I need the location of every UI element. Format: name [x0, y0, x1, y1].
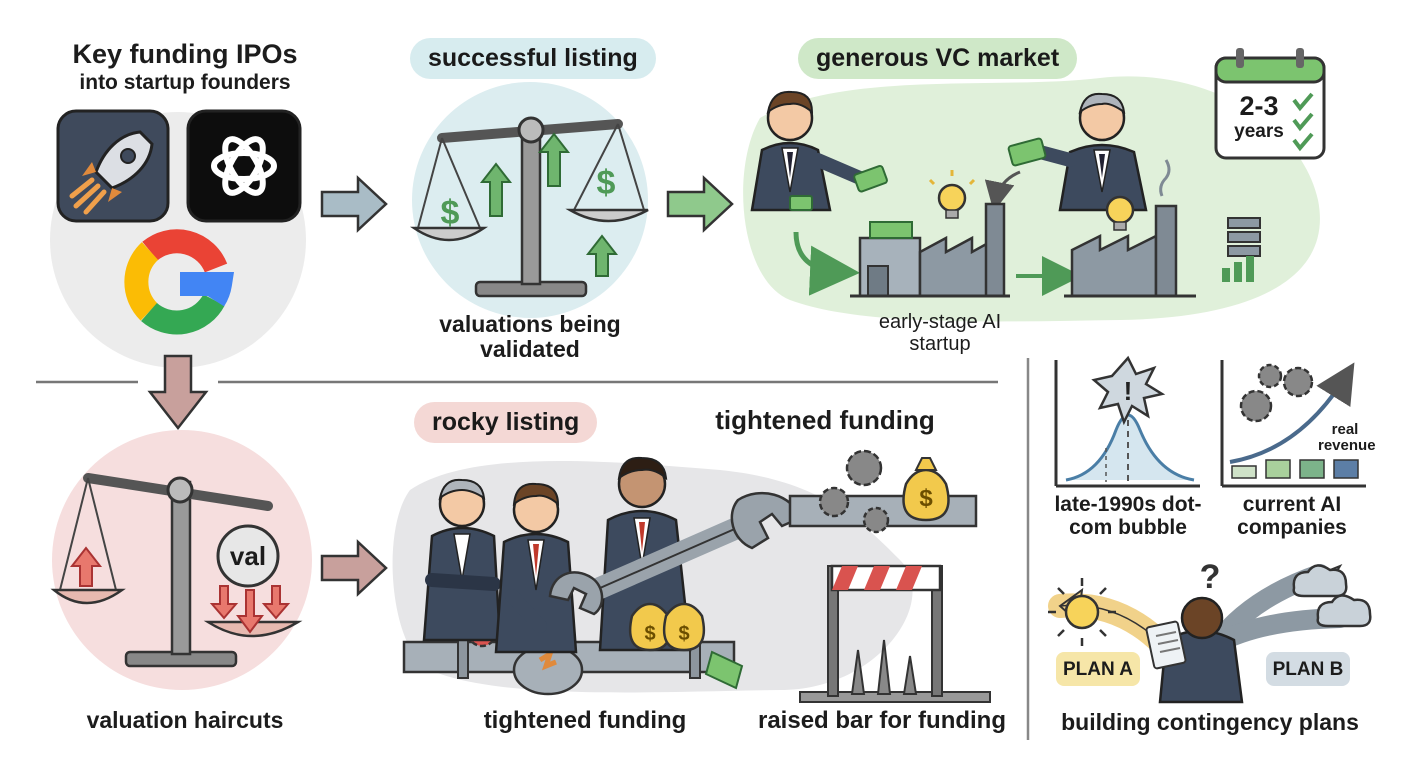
frustrated-investor-1-icon [422, 478, 502, 642]
val-badge-icon [216, 524, 280, 588]
svg-text:$: $ [919, 485, 933, 512]
funding-pipe-icon: $ [788, 449, 978, 534]
calendar-unit: years [1234, 121, 1284, 142]
raised-bar-label: raised bar for funding [757, 707, 1006, 734]
contingency-label: building contingency plans [1061, 709, 1359, 735]
arrow-intro-to-success [320, 175, 388, 233]
plan-a-badge [1056, 652, 1140, 686]
money-flow-arrow [793, 231, 860, 296]
real-revenue-label: real revenue [1318, 421, 1376, 455]
plan-b-badge [1266, 652, 1350, 686]
svg-text:$: $ [441, 194, 460, 232]
plan-a-label: PLAN A [1062, 659, 1134, 680]
calendar-number: 2-3 [1239, 91, 1279, 121]
openai-logo-icon [186, 109, 302, 223]
investor-right-icon [1007, 92, 1148, 212]
svg-text:$: $ [644, 623, 655, 645]
val-badge-label: val [229, 541, 267, 571]
intro-title: Key funding IPOs [72, 39, 298, 69]
bubble-chart-icon: ! [1054, 355, 1200, 488]
sun-icon [1048, 578, 1116, 646]
generous-vc-pill: generous VC market [798, 38, 1078, 79]
calendar-icon [1214, 48, 1326, 160]
balanced-scale-icon: $ $ [409, 82, 649, 318]
scaled-factory-icon [1064, 159, 1196, 298]
svg-text:$: $ [597, 164, 616, 202]
server-chart-icon [1222, 217, 1261, 282]
intro-subtitle: into startup founders [79, 71, 291, 94]
svg-text:$: $ [678, 623, 689, 645]
rocket-logo-icon [56, 109, 170, 223]
planner-person-icon [1145, 596, 1244, 704]
google-logo-icon [124, 229, 235, 335]
arrow-haircuts-to-rocky [320, 539, 388, 597]
startup-factory-icon [850, 202, 1010, 298]
rocky-listing-pill: rocky listing [414, 402, 598, 443]
successful-listing-pill: successful listing [410, 38, 656, 79]
arrow-success-to-vc [666, 175, 734, 233]
tightened-funding-caption: tightened funding [483, 707, 687, 734]
tipped-scale-icon [50, 430, 312, 690]
vc-scene [743, 48, 1326, 322]
money-bags-icon: $ $ [628, 602, 706, 652]
tightened-funding-heading: tightened funding [715, 405, 935, 435]
idea-bulb-icon [928, 170, 976, 219]
current-ai-label: current AI companies [1237, 493, 1347, 539]
frustrated-investor-2-icon [494, 482, 578, 654]
startup-label: early-stage AI startup [878, 311, 1002, 355]
svg-text:!: ! [1124, 376, 1133, 406]
arrow-intro-to-haircuts [147, 354, 209, 431]
investor-left-icon [750, 90, 888, 212]
question-mark-icon: ? [1200, 558, 1221, 596]
valuations-validated-label: valuations being validated [439, 311, 621, 362]
dotcom-bubble-label: late-1990s dot-com bubble [1054, 493, 1202, 539]
revenue-chart-icon [1220, 360, 1366, 488]
haircuts-label: valuation haircuts [86, 707, 284, 733]
barrier-icon [799, 564, 991, 703]
cloud-icons [1292, 564, 1372, 628]
plan-b-label: PLAN B [1272, 659, 1344, 680]
wrench-icon [548, 491, 802, 616]
intro-group [50, 109, 306, 368]
contingency-scene: ? [1048, 558, 1372, 704]
money-drop-arrow [984, 170, 1021, 212]
rocky-scene: $ $ $ [392, 449, 991, 703]
